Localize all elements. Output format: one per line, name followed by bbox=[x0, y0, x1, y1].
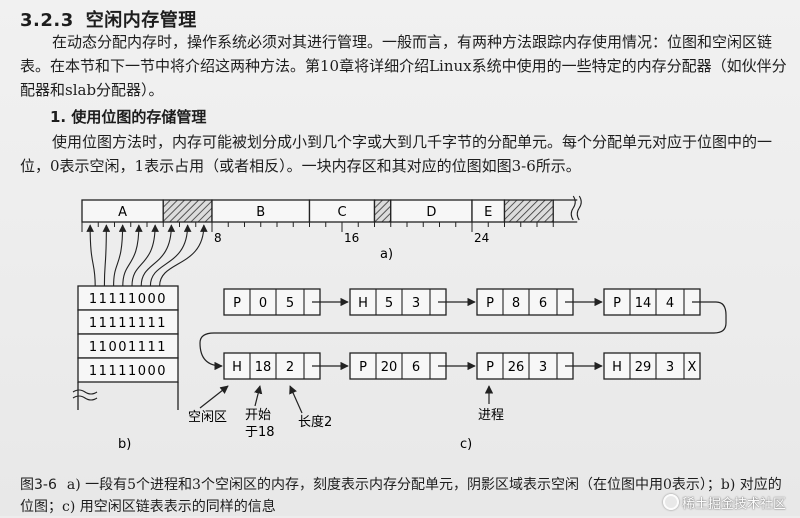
bit-to-unit-arrow bbox=[113, 224, 127, 287]
list-node-start: 26 bbox=[508, 360, 525, 375]
memory-continuation bbox=[553, 199, 578, 223]
length-pointer-arrow bbox=[289, 385, 303, 414]
list-node-length: 3 bbox=[666, 360, 674, 375]
list-node-start: 18 bbox=[255, 360, 272, 375]
section-heading: 3.2.3 空闲内存管理 bbox=[20, 6, 197, 32]
intro-paragraph: 在动态分配内存时，操作系统必须对其进行管理。一般而言，有两种方法跟踪内存使用情况… bbox=[20, 33, 787, 99]
list-node-type: P bbox=[233, 296, 241, 311]
watermark-text: 稀土掘金技术社区 bbox=[681, 497, 786, 512]
list-node-length: 6 bbox=[412, 360, 420, 375]
list-node: P 20 6 bbox=[349, 352, 447, 380]
memory-segment-label: C bbox=[337, 205, 346, 220]
figure-label-a: a) bbox=[380, 247, 393, 262]
bitmap-row-box bbox=[77, 309, 179, 335]
break-mark-icon bbox=[72, 389, 98, 401]
memory-hole-segment bbox=[373, 199, 392, 223]
bit-to-unit-arrow bbox=[140, 224, 176, 287]
caption-text: a) 一段有5个进程和3个空闲区的内存，刻度表示内存分配单元，阴影区域表示空闲（… bbox=[20, 477, 782, 515]
list-node: H 18 2 bbox=[223, 352, 321, 380]
bit-to-unit-arrow bbox=[159, 224, 208, 287]
memory-hole-segment bbox=[503, 199, 554, 223]
bitmap-continuation bbox=[77, 382, 179, 410]
bit-to-unit-arrow bbox=[86, 224, 96, 287]
list-node-type: P bbox=[486, 360, 494, 375]
tick-label: 24 bbox=[474, 231, 489, 245]
list-node-start: 29 bbox=[635, 360, 652, 375]
memory-strip: A B C D E 8 16 24 bbox=[81, 195, 582, 245]
bitmap-row-box bbox=[77, 357, 179, 383]
break-mark-icon bbox=[570, 195, 582, 221]
list-node: P 26 3 bbox=[476, 352, 574, 380]
list-node-length: 5 bbox=[286, 296, 294, 311]
list-node-type: H bbox=[612, 360, 622, 375]
annotation-start-line2: 于18 bbox=[245, 425, 275, 440]
list-annotations: 空闲区 开始 于18 长度2 进程 bbox=[188, 385, 504, 440]
hole-pointer-arrow bbox=[199, 385, 229, 409]
list-node: H 5 3 bbox=[349, 288, 447, 316]
watermark: 稀土掘金技术社区 bbox=[662, 493, 786, 512]
section-title: 空闲内存管理 bbox=[85, 10, 197, 31]
memory-hole-segment bbox=[162, 199, 213, 223]
bitmap-paragraph: 使用位图方法时，内存可能被划分成小到几个字或大到几千字节的分配单元。每个分配单元… bbox=[20, 133, 773, 175]
list-node-length: 4 bbox=[666, 296, 674, 311]
bitmap-subheading: 1. 使用位图的存储管理 bbox=[50, 108, 207, 126]
bitmap-row-box bbox=[77, 285, 179, 311]
memory-segment-label: E bbox=[484, 205, 492, 220]
bitmap-row: 11111000 bbox=[89, 292, 167, 307]
list-node: P 0 5 bbox=[223, 288, 321, 316]
list-node-length: 6 bbox=[539, 296, 547, 311]
annotation-start-line1: 开始 bbox=[245, 408, 271, 423]
bit-to-unit-arrow bbox=[122, 224, 143, 287]
figure-label-b: b) bbox=[118, 437, 131, 452]
list-node-start: 5 bbox=[385, 296, 393, 311]
bitmap-table: 11111000 11111111 11001111 11111000 bbox=[72, 224, 208, 410]
memory-segment-label: D bbox=[426, 205, 436, 220]
list-node-next: X bbox=[688, 360, 697, 375]
list-node: P 14 4 bbox=[603, 288, 701, 316]
figure-label-c: c) bbox=[460, 437, 472, 452]
annotation-process: 进程 bbox=[478, 408, 504, 423]
caption-figure-number: 图3-6 bbox=[20, 477, 57, 493]
memory-segment-label: A bbox=[118, 205, 127, 220]
list-node-start: 20 bbox=[381, 360, 398, 375]
list-node-length: 3 bbox=[539, 360, 547, 375]
tick-label: 8 bbox=[214, 231, 222, 245]
bitmap-row: 11001111 bbox=[89, 340, 167, 355]
list-node-length: 3 bbox=[412, 296, 420, 311]
list-node-length: 2 bbox=[286, 360, 294, 375]
list-node-type: P bbox=[613, 296, 621, 311]
tick-label: 16 bbox=[344, 231, 359, 245]
bitmap-row: 11111000 bbox=[89, 364, 167, 379]
bit-to-unit-arrow bbox=[102, 224, 111, 287]
list-node-type: P bbox=[486, 296, 494, 311]
list-node-start: 14 bbox=[635, 296, 652, 311]
annotation-hole: 空闲区 bbox=[188, 410, 227, 425]
section-number: 3.2.3 bbox=[20, 10, 74, 31]
bitmap-row: 11111111 bbox=[89, 316, 167, 331]
list-node-type: H bbox=[232, 360, 242, 375]
annotation-length: 长度2 bbox=[298, 414, 332, 430]
juejin-logo-icon bbox=[662, 494, 679, 510]
list-node-start: 0 bbox=[259, 296, 267, 311]
bit-to-unit-arrow bbox=[131, 224, 159, 287]
list-node: P 8 6 bbox=[476, 288, 574, 316]
list-node-type: P bbox=[359, 360, 367, 375]
start-pointer-arrow bbox=[254, 385, 263, 407]
list-node-type: H bbox=[358, 296, 368, 311]
list-node-start: 8 bbox=[512, 296, 520, 311]
memory-segment-label: B bbox=[256, 205, 265, 220]
bit-to-unit-arrow bbox=[149, 224, 192, 287]
list-wrap-arrow bbox=[199, 301, 727, 371]
